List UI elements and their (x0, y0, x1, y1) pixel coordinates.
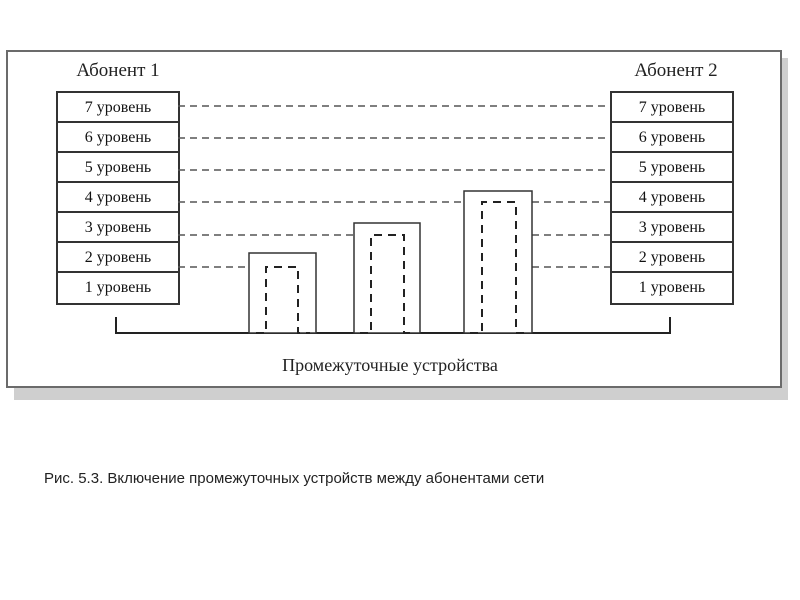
subscriber-2-layer-stack: 7 уровень 6 уровень 5 уровень 4 уровень … (610, 91, 734, 305)
subscriber-2-title: Абонент 2 (634, 60, 718, 81)
subscriber-2-layer-6: 6 уровень (612, 123, 732, 153)
intermediate-devices-label: Промежуточные устройства (282, 355, 498, 375)
figure-caption: Рис. 5.3. Включение промежуточных устрой… (44, 470, 545, 487)
subscriber-2-layer-5: 5 уровень (612, 153, 732, 183)
subscriber-2-layer-1: 1 уровень (638, 279, 706, 296)
subscriber-1-layer-1: 1 уровень (84, 279, 152, 296)
intermediate-device-3-path (470, 201, 527, 334)
subscriber-1-title: Абонент 1 (76, 60, 160, 81)
subscriber-2-layer-2: 2 уровень (612, 243, 732, 273)
peer-layer-lines (178, 105, 610, 268)
subscriber-1-layer-7: 7 уровень (58, 93, 178, 123)
intermediate-device-3-box (463, 190, 533, 334)
subscriber-1-layer-5: 5 уровень (58, 153, 178, 183)
intermediate-device-3 (463, 190, 533, 334)
subscriber-1-layer-6: 6 уровень (58, 123, 178, 153)
intermediate-device-1 (248, 252, 317, 334)
subscriber-1-layer-stack: 7 уровень 6 уровень 5 уровень 4 уровень … (56, 91, 180, 305)
intermediate-device-2-path (360, 234, 414, 334)
subscriber-2-layer-7: 7 уровень (612, 93, 732, 123)
intermediate-device-2 (353, 222, 421, 334)
intermediate-device-1-box (248, 252, 317, 334)
subscriber-1-layer-4: 4 уровень (58, 183, 178, 213)
subscriber-1-layer-2: 2 уровень (58, 243, 178, 273)
subscriber-2-layer-3: 3 уровень (612, 213, 732, 243)
subscriber-2-layer-4: 4 уровень (612, 183, 732, 213)
intermediate-device-1-path (256, 266, 310, 334)
subscriber-1-layer-3: 3 уровень (58, 213, 178, 243)
intermediate-device-2-box (353, 222, 421, 334)
